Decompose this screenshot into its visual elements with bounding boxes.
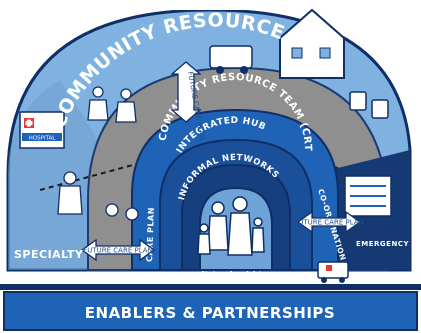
left-arrow-label: FUTURE CARE PLAN — [83, 247, 153, 255]
care-plan-label: CARE PLAN — [145, 207, 156, 262]
left-future-care-arrow: FUTURE CARE PLAN — [80, 238, 156, 262]
center-caption-line1: living healthier — [201, 271, 271, 281]
right-future-care-arrow: FUTURE CARE PLAN — [294, 210, 364, 234]
right-arrow-label: FUTURE CARE PLAN — [294, 219, 364, 227]
ambulance-icon — [317, 261, 349, 283]
hospital-building: HOSPITAL — [19, 111, 65, 149]
van-illustration — [209, 45, 253, 74]
specialty-label: SPECIALTY — [14, 248, 84, 261]
emergency-quadrant-label: EMERGENCY QUADRANT — [356, 240, 421, 248]
people-sitting-left — [57, 86, 139, 221]
top-banner — [110, 0, 300, 10]
family-figures — [197, 196, 265, 256]
mugs-illustration — [349, 91, 389, 119]
enablers-partnerships-label: ENABLERS & PARTNERSHIPS — [85, 304, 335, 322]
ground-line — [0, 284, 421, 290]
emergency-building — [344, 175, 392, 217]
house-illustration — [279, 8, 345, 79]
hospital-sign: HOSPITAL — [29, 136, 57, 142]
base-banner — [3, 291, 418, 331]
